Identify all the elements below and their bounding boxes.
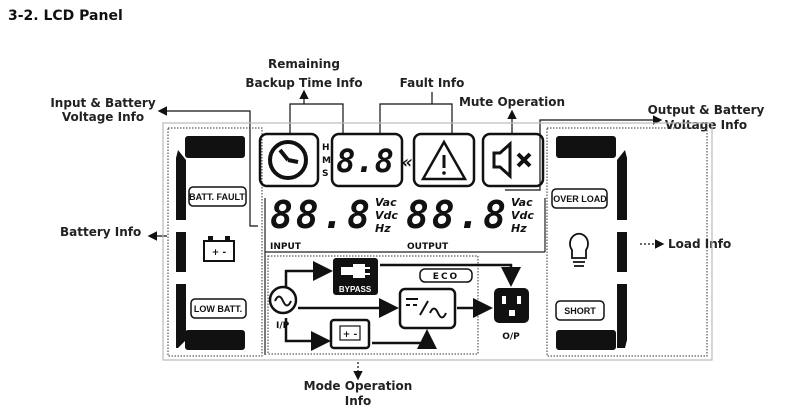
output-units: Vac Vdc Hz	[511, 196, 534, 235]
svg-text:BATT. FAULT: BATT. FAULT	[189, 192, 245, 202]
svg-text:+ -: + -	[343, 330, 358, 340]
ac-input-icon	[268, 285, 298, 315]
callout-input-line1: Input & Battery	[50, 96, 155, 110]
ip-label: I/P	[276, 321, 290, 331]
svg-text:ECO: ECO	[433, 272, 459, 282]
bulb-icon	[569, 232, 589, 267]
battery-mode-icon: + -	[329, 318, 371, 350]
callout-remaining-line1: Remaining	[268, 57, 340, 71]
svg-text:S: S	[322, 169, 328, 179]
callout-battery: Battery Info	[60, 225, 141, 239]
section-title: 3-2. LCD Panel	[8, 8, 123, 24]
callout-mute: Mute Operation	[459, 95, 565, 109]
svg-text:Vdc: Vdc	[375, 209, 398, 222]
load-level-bars	[556, 136, 627, 350]
callout-mode-line2: Info	[345, 394, 371, 408]
mute-button-icon	[481, 132, 545, 188]
over-load-badge: OVER LOAD	[551, 188, 608, 209]
callout-output-line1: Output & Battery	[648, 103, 765, 117]
hms-labels: H M S	[322, 143, 331, 179]
inverter-icon	[398, 287, 457, 330]
svg-text:8.8: 8.8	[336, 142, 394, 180]
low-batt-badge: LOW BATT.	[190, 298, 247, 319]
output-socket-icon	[494, 288, 529, 323]
svg-text:Vac: Vac	[375, 196, 397, 209]
fault-warning-icon	[412, 132, 476, 188]
chevron-icon: «	[402, 152, 413, 173]
svg-text:Vac: Vac	[511, 196, 533, 209]
backup-time-display: 8.8	[330, 132, 404, 188]
callout-mode-line1: Mode Operation	[304, 379, 413, 393]
svg-text:OVER LOAD: OVER LOAD	[553, 194, 607, 204]
input-voltage-display: 88.8	[270, 193, 370, 237]
callout-output-line2: Voltage Info	[665, 118, 747, 132]
op-label: O/P	[502, 332, 520, 342]
svg-text:SHORT: SHORT	[564, 306, 596, 316]
svg-text:M: M	[322, 156, 331, 166]
battery-level-bars	[176, 136, 245, 350]
svg-text:+ -: + -	[212, 248, 227, 258]
callout-fault: Fault Info	[400, 76, 465, 90]
batt-fault-badge: BATT. FAULT	[188, 186, 247, 207]
center-dividers	[264, 198, 546, 355]
clock-icon	[258, 132, 320, 188]
panel-frame	[162, 122, 713, 361]
svg-text:LOW BATT.: LOW BATT.	[194, 304, 242, 314]
svg-text:Hz: Hz	[375, 222, 391, 235]
eco-badge: ECO	[419, 268, 473, 283]
load-section	[546, 127, 708, 357]
callout-load: Load Info	[668, 237, 731, 251]
battery-section	[167, 127, 263, 357]
input-units: Vac Vdc Hz	[375, 196, 398, 235]
svg-text:Vdc: Vdc	[511, 209, 534, 222]
battery-icon: + -	[203, 236, 235, 262]
output-voltage-display: 88.8	[406, 193, 506, 237]
callout-input-line2: Voltage Info	[62, 110, 144, 124]
svg-text:BYPASS: BYPASS	[339, 285, 372, 294]
short-badge: SHORT	[555, 300, 605, 321]
output-label: OUTPUT	[407, 242, 449, 252]
input-label: INPUT	[270, 242, 302, 252]
svg-text:H: H	[322, 143, 330, 153]
flow-arrows	[284, 261, 521, 351]
callout-remaining-line2: Backup Time Info	[245, 76, 362, 90]
svg-text:Hz: Hz	[511, 222, 527, 235]
bypass-icon: BYPASS	[333, 258, 378, 295]
